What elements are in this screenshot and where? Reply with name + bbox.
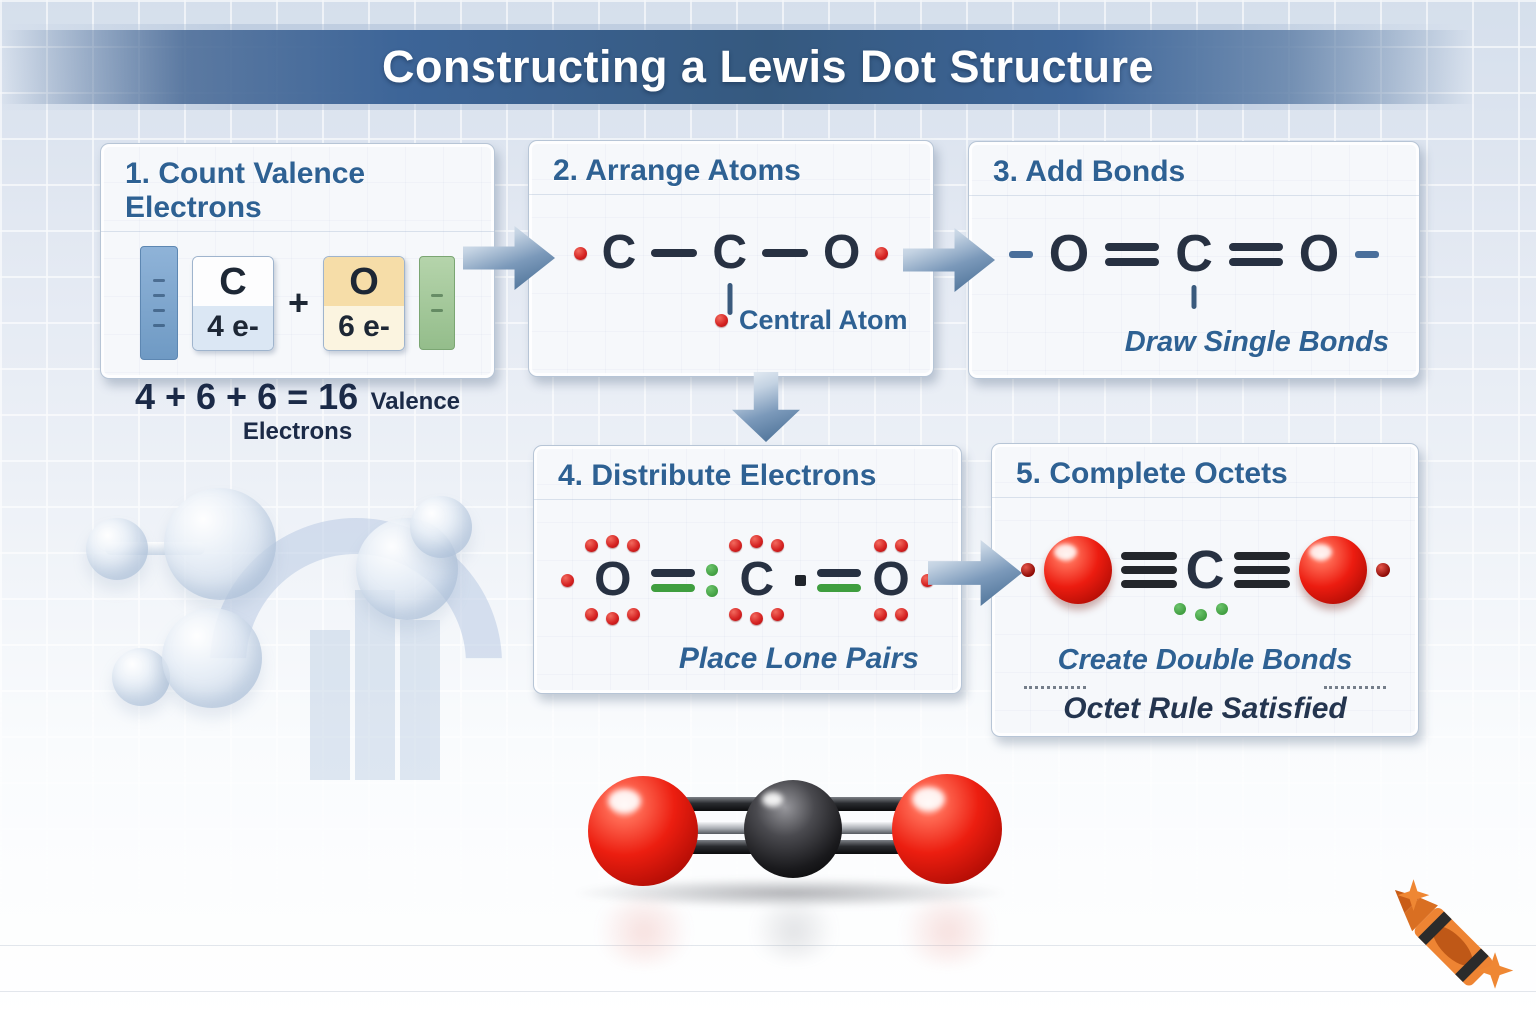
step-3-caption: Draw Single Bonds (1124, 326, 1389, 358)
carbon-wrap: C (1173, 540, 1228, 621)
stair-bar (355, 590, 395, 780)
electron-dot (875, 246, 889, 260)
central-atom-label: Central Atom (739, 305, 908, 335)
bubble-sphere (164, 488, 276, 600)
carbon-electron-count: 4 e- (192, 305, 273, 350)
bonded-structure: O C O (969, 225, 1419, 309)
electron-dot (1020, 563, 1035, 577)
atom-o-right: O (823, 226, 861, 279)
electron-dot (715, 314, 728, 327)
valence-count-row: C 4 e- + O 6 e- (101, 246, 494, 360)
step-4-heading: 4. Distribute Electrons (534, 446, 961, 500)
electron-square-dot (795, 574, 807, 586)
bubble-sphere (410, 496, 472, 558)
atom-c-center: C (1175, 225, 1213, 283)
atom-o-left: O (594, 553, 632, 606)
lone-pair-structure: O C O (534, 535, 961, 625)
oxygen-electron-count: 6 e- (324, 305, 405, 350)
step-5-heading: 5. Complete Octets (992, 444, 1418, 498)
step-5-caption-bottom: Octet Rule Satisfied (1063, 692, 1347, 725)
electron-dot (573, 246, 587, 260)
atom-o-right: O (872, 553, 910, 606)
step-3-heading: 3. Add Bonds (969, 142, 1419, 196)
crayon-logo (1372, 872, 1528, 1018)
double-bond (1105, 242, 1160, 266)
shared-pair-dots (706, 563, 719, 597)
atom-o-left: O (1048, 225, 1090, 283)
terminal-dash (1008, 250, 1033, 258)
atom-c-left: C (601, 226, 637, 279)
atom-c-center: C (739, 553, 775, 606)
step-2-panel: 2. Arrange Atoms C C O Central Atom (528, 140, 934, 377)
electron-dot (561, 573, 575, 587)
step-4-panel: 4. Distribute Electrons O C O (533, 445, 962, 694)
step-1-heading: 1. Count Valence Electrons (101, 144, 494, 232)
oxygen-sphere-right (1298, 536, 1367, 604)
periodic-strip-right (419, 256, 456, 350)
step-5-panel: 5. Complete Octets C Create Double Bonds… (991, 443, 1419, 737)
tick-line (1191, 285, 1197, 309)
shared-pair-dots (1173, 603, 1228, 621)
dash-decoration (1324, 686, 1386, 689)
final-structure: C (992, 536, 1418, 621)
bubble-sphere (86, 518, 148, 580)
central-atom-note: Central Atom (529, 305, 933, 336)
step-4-caption: Place Lone Pairs (678, 642, 919, 675)
carbon-with-dots: C (729, 535, 785, 625)
bubble-sphere (112, 648, 170, 706)
sparkle-icon (1397, 879, 1430, 911)
oxygen-element-card: O 6 e- (323, 255, 406, 351)
electron-sum-line: 4 + 6 + 6 = 16 Valence Electrons (101, 376, 494, 446)
carbon-symbol: C (192, 256, 273, 306)
periodic-strip-left (139, 246, 178, 360)
atom-c-center: C (712, 226, 747, 279)
electron-sum-label: Valence Electrons (242, 388, 461, 445)
skeleton-structure: C C O (529, 226, 933, 315)
bubble-sphere (162, 608, 262, 708)
single-bond (762, 249, 808, 257)
oxygen-with-lone-pairs: O (585, 535, 641, 625)
atom-o-right: O (1298, 225, 1340, 283)
multi-bond (1233, 552, 1290, 588)
multi-bond (1120, 552, 1177, 588)
crayon-icon (1394, 879, 1514, 989)
step-3-panel: 3. Add Bonds O C O Draw Single Bonds (968, 141, 1420, 379)
oxygen-symbol: O (324, 256, 405, 306)
sparkle-icon (1476, 952, 1514, 989)
terminal-dash (1355, 250, 1380, 258)
title-banner: Constructing a Lewis Dot Structure (0, 30, 1536, 104)
atom-c-center: C (1185, 540, 1225, 600)
step-1-panel: 1. Count Valence Electrons C 4 e- + O 6 … (100, 143, 495, 445)
electron-sum-equation: 4 + 6 + 6 = 16 (134, 376, 359, 417)
double-bond (1228, 242, 1283, 266)
pointer-line (727, 283, 733, 315)
plus-sign: + (287, 282, 310, 323)
single-bond (651, 249, 698, 257)
floor-lines (0, 900, 1536, 1024)
carbon-element-card: C 4 e- (191, 255, 274, 351)
dash-decoration (1024, 686, 1086, 689)
electron-dot (1375, 563, 1390, 577)
oxygen-sphere-left (1043, 536, 1112, 604)
central-atom-wrap: C (712, 226, 747, 315)
double-bond-shared (817, 568, 862, 592)
background-molecule-art (60, 430, 540, 840)
double-bond-shared (651, 568, 696, 592)
stair-bar (400, 620, 440, 780)
stair-bar (310, 630, 350, 780)
page-title: Constructing a Lewis Dot Structure (381, 41, 1155, 92)
oxygen-with-lone-pairs: O (872, 538, 910, 622)
step-2-heading: 2. Arrange Atoms (529, 141, 933, 195)
step-5-caption-top: Create Double Bonds (1057, 644, 1353, 676)
center-atom-wrap: C (1175, 225, 1213, 309)
